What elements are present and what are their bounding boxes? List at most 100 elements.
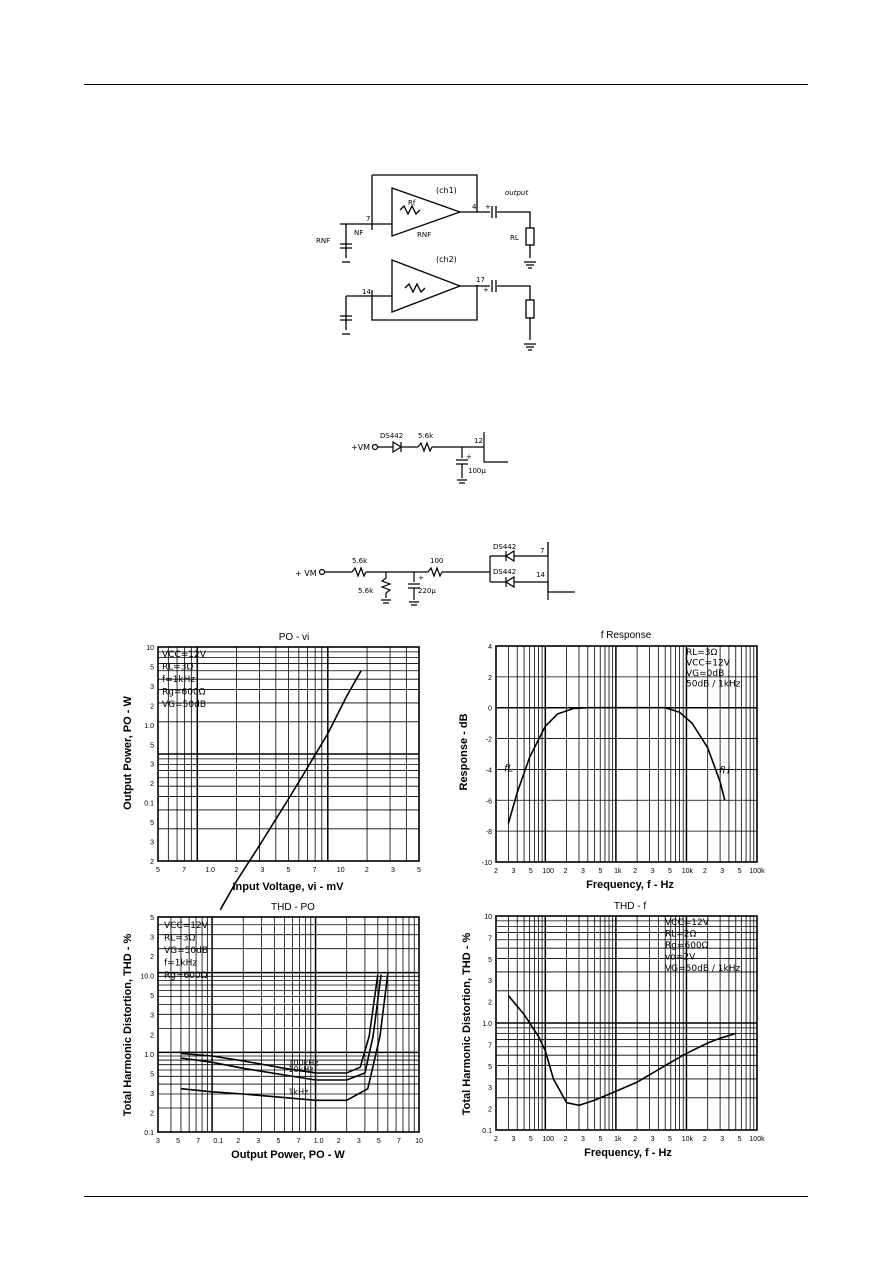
label-ch2: (ch2) [436, 255, 457, 264]
chart-series [507, 995, 737, 1107]
y-tick-label: 5 [150, 820, 154, 827]
condition-label: VCC=12V [665, 918, 710, 928]
y-tick-label: 1.0 [482, 1021, 492, 1028]
condition-label: RL=3Ω [686, 648, 718, 658]
x-tick-label: 7 [196, 1138, 200, 1145]
y-tick-label: 3 [150, 935, 154, 942]
condition-label: VG=50dB / 1kHz [665, 964, 740, 974]
label-plus1: + [485, 203, 491, 211]
mute1-diode: DS442 [380, 432, 403, 440]
chart-title: PO - vi [279, 632, 310, 643]
y-tick-label: 5 [150, 664, 154, 671]
mute1-pin: 12 [474, 437, 483, 445]
label-pin14: 14 [362, 288, 371, 296]
x-tick-label: 5 [598, 1136, 602, 1143]
y-tick-label: 3 [150, 840, 154, 847]
plot-frame [157, 916, 420, 1133]
y-tick-label: 1.0 [144, 1052, 154, 1059]
x-tick-label: 2 [564, 868, 568, 875]
x-tick-label: 7 [182, 867, 186, 874]
x-tick-label: 7 [313, 867, 317, 874]
chart-grid [495, 915, 758, 1131]
chart-title: f Response [601, 630, 652, 641]
series-label: 100kHz [288, 1058, 318, 1067]
condition-label: VCC=12V [686, 659, 731, 669]
y-tick-label: 3 [150, 1013, 154, 1020]
x-tick-label: 0.1 [213, 1138, 223, 1145]
y-tick-label: 5 [150, 742, 154, 749]
y-tick-label: 10.0 [140, 974, 154, 981]
condition-label: vo=2V [665, 953, 696, 963]
mute1-cap: 100μ [468, 467, 486, 475]
chart-title: THD - f [614, 901, 646, 912]
y-tick-label: 7 [488, 935, 492, 942]
x-tick-label: 5 [529, 868, 533, 875]
y-tick-label: 4 [488, 644, 492, 651]
y-tick-label: 0 [488, 706, 492, 713]
y-tick-label: 2 [488, 1000, 492, 1007]
x-tick-label: 5 [417, 867, 421, 874]
y-tick-label: -10 [482, 860, 492, 867]
x-tick-label: 3 [581, 868, 585, 875]
mute2-diode2: DS442 [493, 568, 516, 576]
chart-grid [157, 646, 420, 862]
x-tick-label: 7 [297, 1138, 301, 1145]
y-tick-label: -4 [486, 767, 492, 774]
label-ch1: (ch1) [436, 186, 457, 195]
chart-xlabel: Input Voltage, vi - mV [232, 881, 344, 893]
label-rf: Rf [408, 199, 416, 207]
label-nf: NF [354, 229, 363, 237]
y-tick-label: -6 [486, 798, 492, 805]
x-tick-label: 1.0 [205, 867, 215, 874]
y-tick-label: 2 [150, 1110, 154, 1117]
x-tick-label: 3 [720, 868, 724, 875]
x-tick-label: 2 [365, 867, 369, 874]
series-line [180, 974, 379, 1074]
label-pin17: 17 [476, 276, 485, 284]
x-tick-label: 2 [703, 868, 707, 875]
series-label: 1kHz [288, 1088, 308, 1097]
x-tick-label: 3 [651, 868, 655, 875]
y-tick-label: 3 [488, 978, 492, 985]
condition-label: VG=50dB [164, 946, 208, 956]
x-tick-label: 5 [668, 868, 672, 875]
chart-ylabel: Total Harmonic Distortion, THD - % [122, 934, 134, 1117]
series-line [180, 974, 382, 1081]
y-tick-label: -2 [486, 737, 492, 744]
x-tick-label: 100 [542, 868, 554, 875]
x-tick-label: 2 [236, 1138, 240, 1145]
condition-label: 50dB / 1kHz [686, 680, 741, 690]
y-tick-label: 2 [150, 1032, 154, 1039]
y-tick-label: 0.1 [144, 1130, 154, 1137]
label-output: output [505, 189, 528, 197]
x-tick-label: 3 [511, 1136, 515, 1143]
mute1-labels: +VM DS442 5.6k 12 + 100μ [351, 432, 486, 475]
condition-label: VG=0dB : [686, 669, 730, 679]
bridge-schematic [340, 174, 536, 351]
condition-label: RL=3Ω [164, 934, 196, 944]
x-tick-label: 3 [720, 1136, 724, 1143]
y-tick-label: 3 [488, 1085, 492, 1092]
y-tick-label: 2 [150, 859, 154, 866]
y-tick-label: 5 [488, 1064, 492, 1071]
x-tick-label: 5 [156, 867, 160, 874]
x-tick-label: 1.0 [314, 1138, 324, 1145]
mute2-res1: 5.6k [352, 557, 368, 565]
condition-label: Rg=600Ω [162, 688, 206, 698]
chart-ylabel: Response - dB [458, 713, 470, 790]
bridge-labels: (ch1) (ch2) output Rf NF RNF RNF 7 14 4 … [316, 186, 528, 296]
x-tick-label: 10k [682, 868, 694, 875]
x-tick-label: 5 [287, 867, 291, 874]
series-line [219, 670, 362, 911]
x-tick-label: 1k [614, 1136, 622, 1143]
x-tick-label: 3 [260, 867, 264, 874]
label-rl: RL [510, 234, 519, 242]
